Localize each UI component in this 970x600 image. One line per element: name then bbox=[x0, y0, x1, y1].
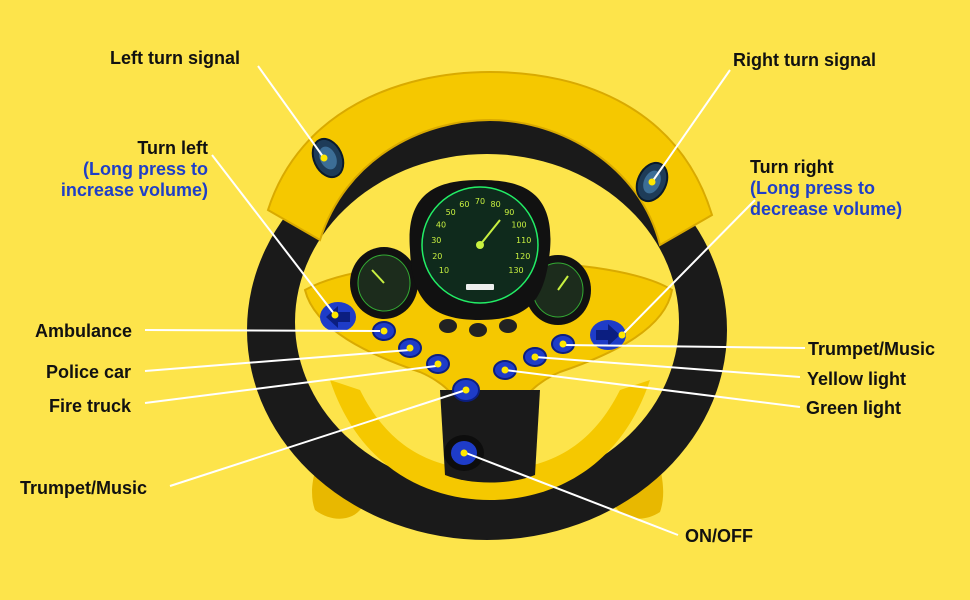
label-on-off: ON/OFF bbox=[685, 526, 753, 546]
wheel-top-arc bbox=[266, 70, 714, 247]
turn-left-title: Turn left bbox=[137, 138, 208, 158]
speedometer-tick-label: 90 bbox=[504, 208, 514, 217]
turn-right-title: Turn right bbox=[750, 157, 834, 177]
label-ambulance: Ambulance bbox=[35, 321, 133, 341]
cluster-small-button-1[interactable] bbox=[439, 319, 457, 333]
speedometer-tick-label: 50 bbox=[446, 208, 456, 217]
wheel-lower-inner bbox=[330, 380, 650, 500]
label-turn-left: Turn left (Long press to increase volume… bbox=[40, 138, 208, 201]
cluster-small-button-3[interactable] bbox=[499, 319, 517, 333]
label-fire-truck: Fire truck bbox=[49, 396, 132, 416]
speedometer-tick-label: 20 bbox=[432, 252, 442, 261]
speedometer-tick-label: 100 bbox=[511, 221, 526, 230]
leader-dots bbox=[320, 154, 656, 457]
cluster-small-button-2[interactable] bbox=[469, 323, 487, 337]
speedometer-tick-label: 40 bbox=[436, 221, 446, 230]
label-yellow-light: Yellow light bbox=[807, 369, 907, 389]
speedometer-tick-label: 130 bbox=[508, 266, 523, 275]
turn-right-note-line2: decrease volume) bbox=[750, 199, 903, 219]
turn-left-button[interactable] bbox=[320, 302, 356, 332]
speedometer-tick-label: 60 bbox=[459, 200, 469, 209]
speedometer-hub bbox=[476, 241, 484, 249]
speedometer-needle bbox=[479, 219, 501, 246]
leader-lines bbox=[144, 65, 806, 536]
turn-right-button[interactable] bbox=[590, 320, 626, 350]
speedometer-tick-label: 110 bbox=[516, 236, 531, 245]
speedometer-tick-label: 80 bbox=[491, 200, 501, 209]
cluster-right-needle bbox=[557, 275, 569, 291]
label-turn-right: Turn right (Long press to decrease volum… bbox=[750, 157, 902, 220]
speedometer-tick-label: 10 bbox=[439, 266, 449, 275]
turn-left-note-line1: (Long press to bbox=[83, 159, 208, 179]
speedometer-badge bbox=[466, 284, 494, 290]
label-trumpet-music-left: Trumpet/Music bbox=[20, 478, 148, 498]
turn-right-note-line1: (Long press to bbox=[750, 178, 875, 198]
label-right-turn-signal: Right turn signal bbox=[733, 50, 876, 70]
label-left-turn-signal: Left turn signal bbox=[110, 48, 240, 68]
label-trumpet-music-right: Trumpet/Music bbox=[808, 339, 936, 359]
label-green-light: Green light bbox=[806, 398, 902, 418]
turn-left-note-line2: increase volume) bbox=[60, 180, 208, 200]
speedometer-tick-label: 70 bbox=[475, 197, 485, 206]
cluster-left-needle bbox=[371, 269, 385, 284]
speedometer-tick-label: 30 bbox=[431, 236, 441, 245]
arrow-right-icon bbox=[596, 324, 620, 346]
speedometer-tick-label: 120 bbox=[515, 252, 530, 261]
label-police-car: Police car bbox=[46, 362, 132, 382]
left-turn-signal-lamp bbox=[311, 137, 345, 179]
